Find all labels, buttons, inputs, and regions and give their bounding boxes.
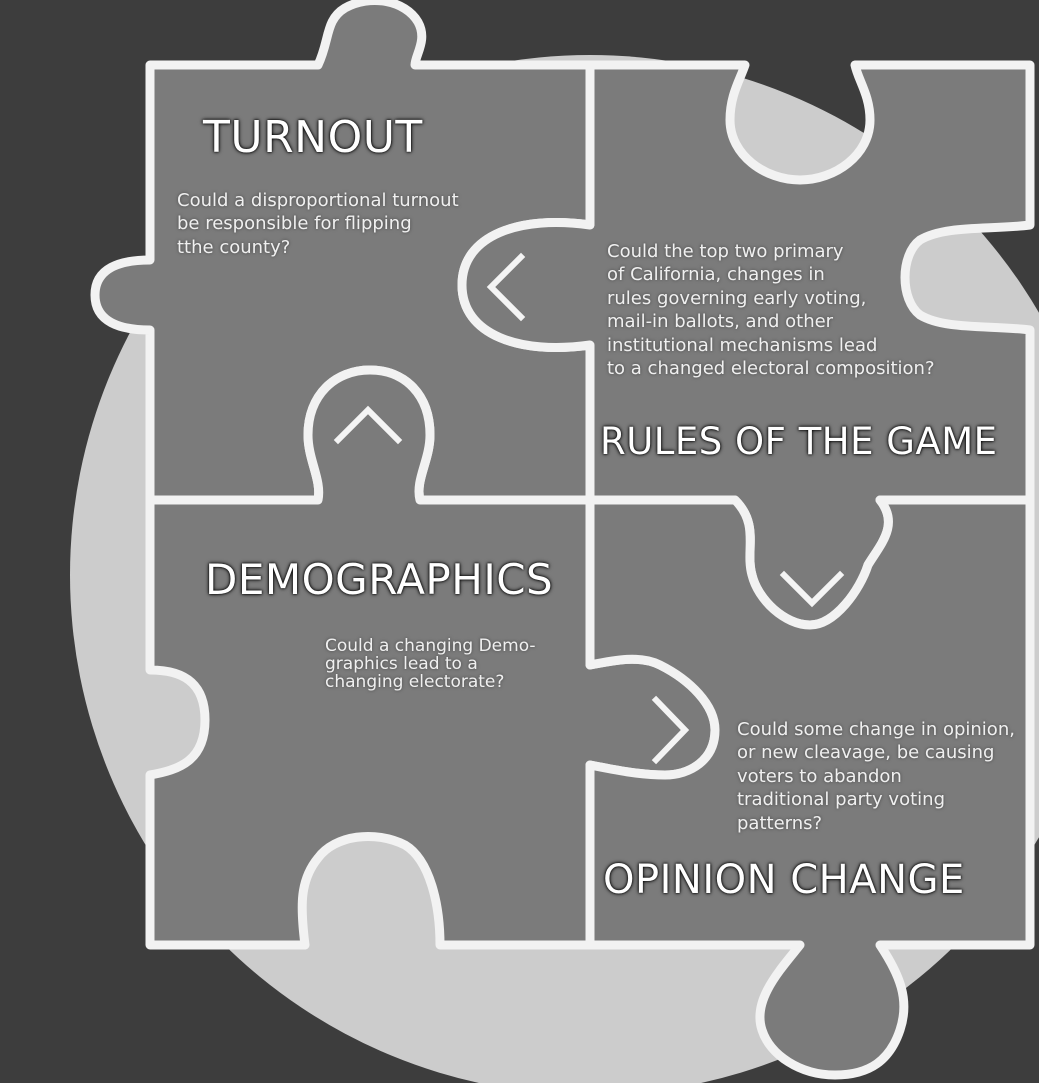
rules-of-the-game-description: Could the top two primary of California,… xyxy=(607,241,935,379)
piece-rules-of-the-game xyxy=(457,60,1035,630)
turnout-description: Could a disproportional turnout be respo… xyxy=(177,190,459,258)
rules-of-the-game-title: RULES OF THE GAME xyxy=(600,420,998,463)
chevron-left-icon xyxy=(486,252,526,322)
chevron-down-icon xyxy=(779,570,845,608)
opinion-change-description: Could some change in opinion, or new cle… xyxy=(737,719,1015,834)
turnout-title: TURNOUT xyxy=(203,112,423,163)
demographics-title: DEMOGRAPHICS xyxy=(205,555,554,604)
demographics-description: Could a changing Demo- graphics lead to … xyxy=(325,636,536,692)
piece-opinion-change xyxy=(585,495,1035,1080)
chevron-right-icon xyxy=(651,695,690,765)
opinion-change-title: OPINION CHANGE xyxy=(603,857,965,903)
chevron-up-icon xyxy=(333,405,403,445)
